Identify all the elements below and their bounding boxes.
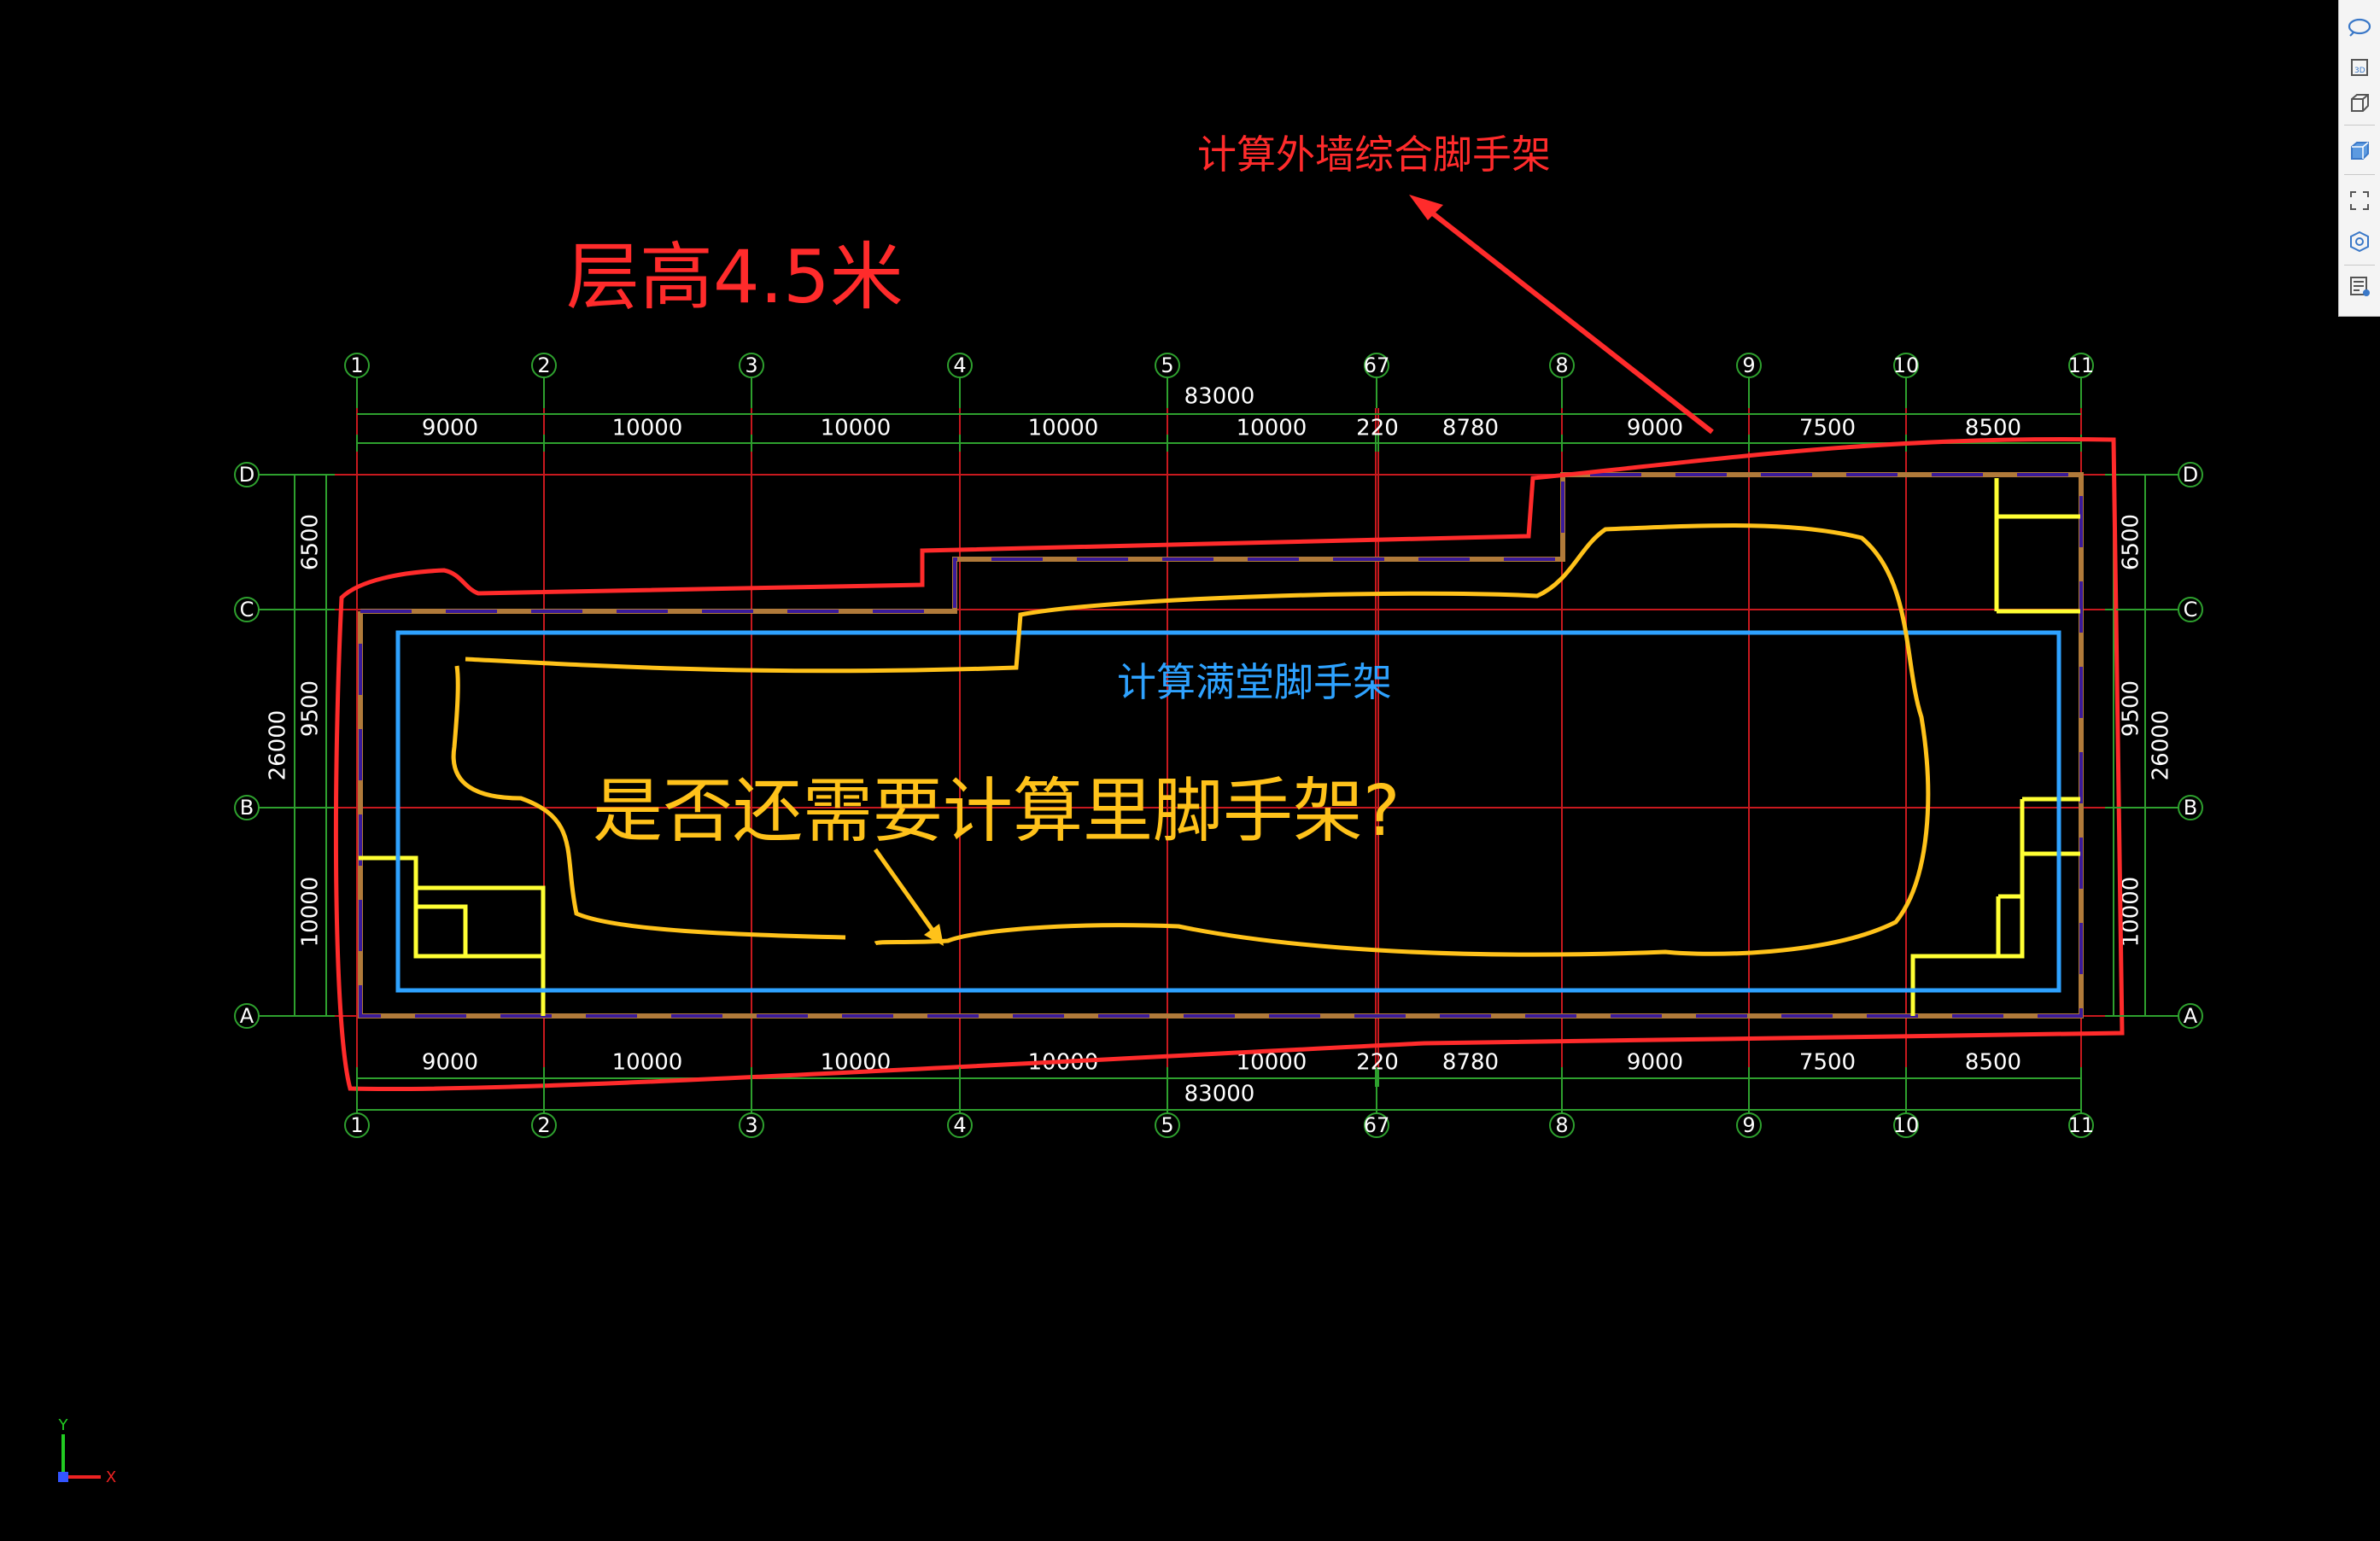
row-axis-left-A-label: A	[240, 1004, 254, 1028]
dimension-text: 10000	[1237, 416, 1307, 441]
dimension-text: 10000	[1028, 416, 1099, 441]
annotation-markup-layer	[333, 195, 2125, 1092]
row-axis-right-B-label: B	[2184, 796, 2197, 820]
outer-wall-scaffold-markup	[333, 436, 2125, 1092]
col-axis-top-8-label: 8	[1555, 353, 1568, 377]
col-axis-top-5-label: 5	[1161, 353, 1173, 377]
dimension-text: 9500	[298, 680, 324, 737]
row-axis-right-D-label: D	[2183, 463, 2198, 487]
col-axis-top-3-label: 3	[745, 353, 757, 377]
row-axis-left-B-label: B	[240, 796, 254, 820]
dimension-text: 8780	[1442, 1050, 1499, 1076]
row-axis-right-C-label: C	[2184, 598, 2198, 622]
svg-text:3D: 3D	[2354, 67, 2365, 75]
col-axis-top-2-label: 2	[537, 353, 550, 377]
col-axis-bottom-1-label: 1	[350, 1113, 363, 1137]
col-axis-top-67-label: 67	[1364, 353, 1390, 377]
dimension-total-vertical: 26000	[266, 710, 291, 781]
full-hall-scaffold-annotation: 计算满堂脚手架	[1117, 659, 1392, 705]
col-axis-bottom-10-label: 10	[1893, 1113, 1920, 1137]
row-axis-left-C-label: C	[240, 598, 254, 622]
inner-scaffold-question-annotation: 是否还需要计算里脚手架?	[593, 771, 1401, 852]
layer-list-icon[interactable]	[2345, 271, 2374, 301]
dimension-text: 9000	[1627, 416, 1683, 441]
dimension-text: 8780	[1442, 416, 1499, 441]
dimension-text: 6500	[2119, 514, 2144, 570]
dimension-text: 9000	[1627, 1050, 1683, 1076]
yellow-arrow-line	[873, 848, 940, 939]
red-arrow-head	[1409, 195, 1443, 220]
inner-wall-1	[416, 885, 546, 956]
dimension-text: 9000	[422, 416, 478, 441]
dimension-text: 8500	[1965, 1050, 2021, 1076]
inner-wall-2	[416, 904, 468, 956]
col-axis-top-11-label: 11	[2068, 353, 2095, 377]
dimension-text: 10000	[298, 877, 324, 948]
row-axis-left-D-label: D	[239, 463, 254, 487]
dimension-total-vertical: 26000	[2149, 710, 2174, 781]
outer-wall-scaffold-annotation: 计算外墙综合脚手架	[1197, 131, 1551, 178]
col-axis-top-1-label: 1	[350, 353, 363, 377]
dimension-text: 10000	[612, 1050, 683, 1076]
col-axis-bottom-5-label: 5	[1161, 1113, 1173, 1137]
dimension-total-bottom: 83000	[1184, 1082, 1255, 1107]
box-view-icon[interactable]	[2345, 89, 2374, 118]
inner-wall-6	[1910, 799, 2025, 1016]
col-axis-bottom-2-label: 2	[537, 1113, 550, 1137]
dimension-text: 9000	[422, 1050, 478, 1076]
axis-grid	[326, 408, 2116, 1067]
yellow-arrow-head	[924, 924, 944, 946]
dimension-total-top: 83000	[1184, 384, 1255, 410]
col-axis-bottom-67-label: 67	[1364, 1113, 1390, 1137]
ucs-y-label: Y	[58, 1416, 69, 1434]
red-arrow-line	[1420, 202, 1714, 435]
cube-view-icon[interactable]	[2345, 137, 2374, 166]
row-axis-right-A-label: A	[2184, 1004, 2198, 1028]
settings-cube-icon[interactable]	[2345, 227, 2374, 256]
orbit-icon[interactable]	[2345, 12, 2374, 41]
col-axis-bottom-9-label: 9	[1742, 1113, 1755, 1137]
dimension-text: 10000	[821, 416, 892, 441]
dimension-text: 6500	[298, 514, 324, 570]
outer-wall-dash	[359, 473, 2083, 1018]
fullscreen-icon[interactable]	[2345, 186, 2374, 215]
col-axis-bottom-3-label: 3	[745, 1113, 757, 1137]
inner-wall-9	[1998, 894, 2025, 956]
col-axis-bottom-8-label: 8	[1555, 1113, 1568, 1137]
view-3d-icon[interactable]: 3D	[2345, 53, 2374, 82]
dimension-layer: 83000 9000 10000 10000 10000 10000 220 8780 9000…	[266, 384, 2174, 1111]
col-axis-bottom-4-label: 4	[953, 1113, 966, 1137]
dimension-text: 7500	[1799, 416, 1856, 441]
dimension-text: 10000	[612, 416, 683, 441]
dimension-text: 9500	[2119, 680, 2144, 737]
col-axis-bottom-11-label: 11	[2068, 1113, 2095, 1137]
ucs-x-label: X	[106, 1468, 116, 1486]
floor-height-annotation: 层高4.5米	[566, 235, 903, 320]
inner-scaffold-markup	[451, 523, 1931, 957]
dimension-text: 7500	[1799, 1050, 1856, 1076]
ucs-origin	[58, 1472, 68, 1482]
view-toolbar: 3D	[2338, 0, 2380, 317]
dimension-text: 220	[1356, 416, 1399, 441]
dimension-text: 8500	[1965, 416, 2021, 441]
col-axis-top-4-label: 4	[953, 353, 966, 377]
col-axis-top-10-label: 10	[1893, 353, 1920, 377]
col-axis-top-9-label: 9	[1742, 353, 1755, 377]
full-hall-scaffold-outline	[395, 630, 2061, 993]
